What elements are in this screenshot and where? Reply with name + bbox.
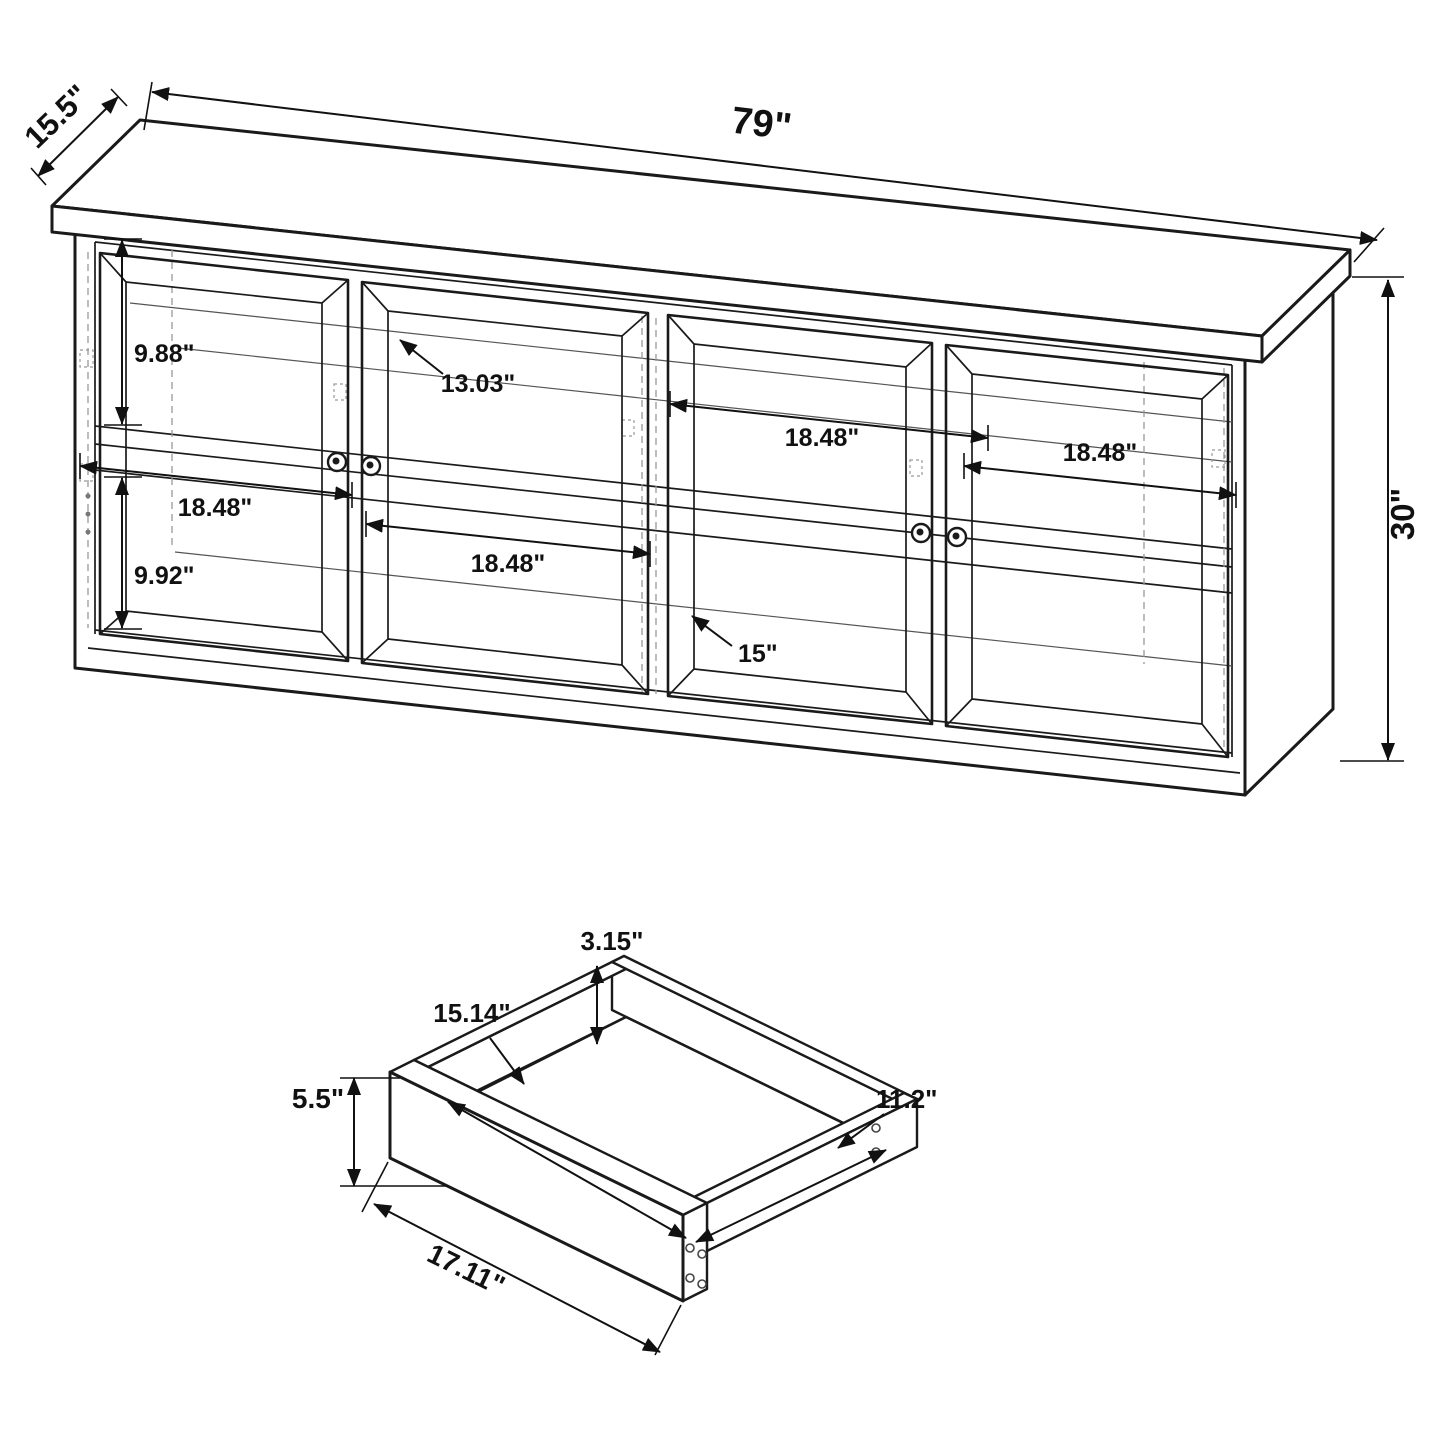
dim-cabinet-height-label: 30"	[1384, 488, 1421, 540]
dim-leader-drawer-interior-depth	[837, 1113, 885, 1149]
extension-tick	[30, 167, 47, 186]
shelf-pin-hole	[85, 511, 91, 517]
shelf-pin-bracket	[333, 383, 347, 401]
interior-floor-edge	[87, 629, 1241, 774]
door-4-bevel	[945, 344, 1229, 758]
drawer-front-screw	[685, 1243, 695, 1253]
upper-shelf-line	[129, 302, 1233, 423]
cabinet-body	[73, 230, 1335, 797]
dim-leader-drawer-interior-width	[489, 1037, 525, 1085]
shelf-pin-lines	[87, 250, 1225, 752]
dim-cabinet-width-label: 79"	[729, 100, 794, 149]
dim-leader-door-width	[691, 615, 733, 647]
extension-tick	[110, 88, 128, 107]
dim-opening-2-label: 18.48"	[471, 550, 545, 578]
dim-opening-1-label: 18.48"	[178, 494, 252, 522]
dim-shelf-depth-label: 13.03"	[441, 370, 515, 398]
drawer-front-screw	[697, 1279, 707, 1289]
dim-line-opening-1	[79, 460, 353, 501]
drawer-drawing: 3.15" 15.14" 11.2" 5.5" 17.11"	[292, 926, 938, 1356]
cabinet-top-right-edge	[1260, 248, 1352, 364]
dim-drawer-side-height-label: 3.15"	[581, 926, 644, 956]
dim-drawer-interior-width-label: 15.14"	[433, 998, 510, 1028]
interior-opening-edges	[94, 241, 1233, 757]
dim-line-drawer-width	[373, 1203, 661, 1353]
dim-drawer-front-height-label: 5.5"	[292, 1083, 344, 1114]
cabinet-drawing: 15.5" 79" 30" 9.88" 13.03"	[18, 78, 1421, 797]
dim-leader-shelf-depth	[399, 339, 444, 375]
door-2-knob-center	[366, 461, 374, 469]
drawer-front-screw	[697, 1249, 707, 1259]
dim-opening-4-label: 18.48"	[1063, 439, 1137, 467]
door-3-bevel	[667, 314, 933, 725]
cabinet-dimensions: 15.5" 79" 30" 9.88" 13.03"	[18, 78, 1421, 762]
dim-upper-section-label: 9.88"	[134, 340, 195, 368]
dim-line-drawer-interior-depth	[695, 1149, 887, 1243]
dim-line-depth	[37, 96, 119, 177]
shelf-pin-bracket	[909, 459, 923, 477]
dim-door-width-label: 15"	[738, 640, 778, 668]
door-3-knob-center	[916, 528, 924, 536]
door-1-knob-center	[332, 457, 340, 465]
dim-line-opening-4	[963, 460, 1237, 501]
shelf-pin-bracket	[79, 349, 94, 368]
dim-drawer-width-label: 17.11"	[423, 1238, 510, 1302]
dim-line-opening-3	[669, 398, 989, 444]
floor-back-edge	[174, 551, 1233, 667]
door-1-bevel	[99, 252, 349, 662]
extension-tick	[1353, 227, 1385, 263]
shelf-pin-hole	[85, 493, 91, 499]
extension-tick	[361, 1161, 389, 1213]
dim-drawer-interior-depth-label: 11.2"	[876, 1084, 938, 1114]
door-4-knob-center	[952, 532, 960, 540]
dim-lower-section-label: 9.92"	[134, 562, 195, 590]
drawer-front-screw	[685, 1273, 695, 1283]
extension-tick	[654, 1304, 682, 1356]
dim-line-opening-2	[365, 518, 651, 560]
door-2-bevel	[361, 281, 649, 695]
extension-tick	[143, 81, 153, 131]
dim-opening-3-label: 18.48"	[785, 424, 859, 452]
shelf-pin-hole	[85, 529, 91, 535]
drawer-side-screw	[871, 1123, 881, 1133]
dim-line-width	[151, 87, 1378, 245]
dim-cabinet-depth-label: 15.5"	[18, 78, 96, 155]
